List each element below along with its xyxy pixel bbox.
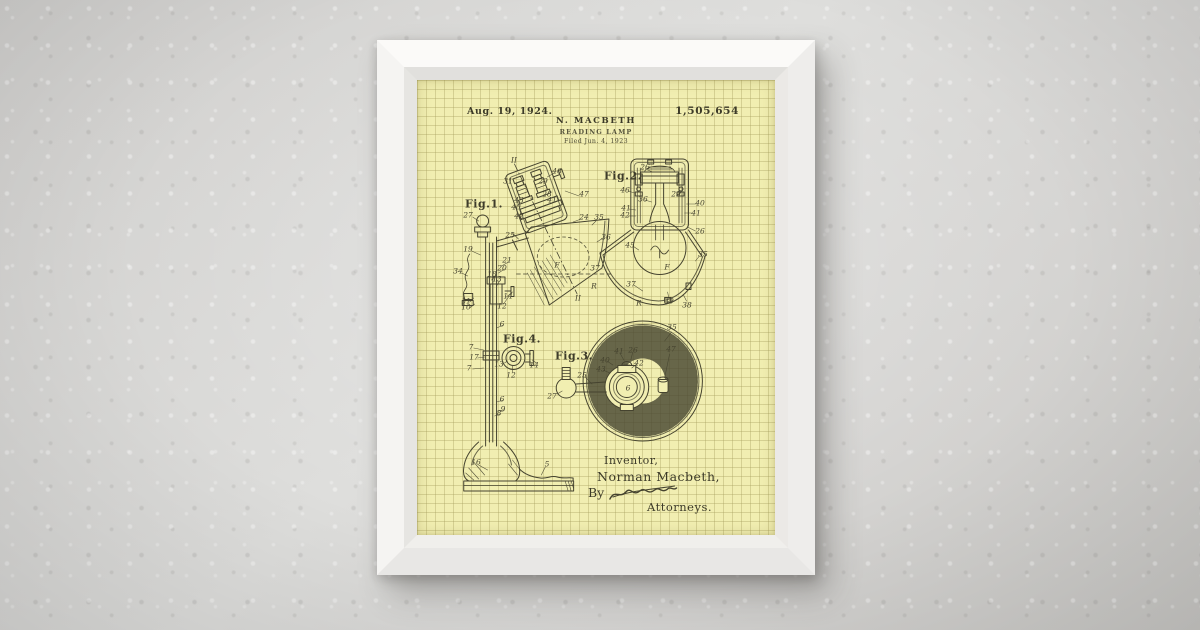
- callout-layer: Fig.1.Fig.2.Fig.4.Fig.3.II46312928434140…: [417, 80, 775, 535]
- callout-number: 19: [463, 245, 473, 254]
- callout-number: 20: [497, 264, 507, 273]
- callout-number: 38: [682, 301, 692, 310]
- callout-number: 12: [506, 371, 516, 380]
- callout-number: 40: [695, 199, 705, 208]
- picture-frame: Aug. 19, 1924. N. MACBETH READING LAMP F…: [377, 40, 815, 575]
- callout-number: 46: [552, 167, 562, 176]
- callout-number: 25: [577, 371, 587, 380]
- callout-number: II: [511, 156, 517, 165]
- callout-number: F: [554, 261, 559, 270]
- callout-number: 46: [620, 186, 630, 195]
- callout-number: 42: [620, 211, 630, 220]
- figure-label: Fig.2.: [604, 170, 642, 183]
- callout-number: 14: [529, 361, 539, 370]
- callout-number: 35: [667, 323, 677, 332]
- callout-number: 45: [625, 241, 635, 250]
- callout-number: 17: [469, 353, 479, 362]
- callout-number: 25: [505, 231, 515, 240]
- figure-label: Fig.3.: [555, 350, 593, 363]
- callout-number: 37: [626, 280, 636, 289]
- callout-number: 47: [579, 190, 589, 199]
- frame-bevel: Aug. 19, 1924. N. MACBETH READING LAMP F…: [404, 67, 788, 548]
- callout-number: 6: [626, 384, 631, 393]
- callout-number: 41: [614, 347, 624, 356]
- callout-number: 8: [497, 409, 502, 418]
- callout-number: 10: [461, 303, 471, 312]
- callout-number: 42: [514, 212, 524, 221]
- callout-number: 27: [547, 392, 557, 401]
- callout-number: 13: [494, 360, 504, 369]
- callout-number: 24: [579, 213, 589, 222]
- callout-number: 7: [469, 343, 474, 352]
- figure-label: Fig.1.: [465, 198, 503, 211]
- callout-number: 12: [497, 302, 507, 311]
- callout-number: 26: [628, 346, 638, 355]
- callout-number: 47: [666, 345, 676, 354]
- callout-number: 42: [634, 359, 644, 368]
- callout-number: 41: [547, 196, 557, 205]
- callout-number: F: [664, 263, 669, 272]
- callout-number: 13: [492, 275, 502, 284]
- callout-number: 34: [453, 267, 463, 276]
- callout-number: 26: [695, 227, 705, 236]
- callout-number: 39: [664, 297, 674, 306]
- figure-label: Fig.4.: [503, 333, 541, 346]
- callout-number: 41: [691, 209, 701, 218]
- callout-number: R: [591, 282, 597, 291]
- callout-number: 43: [596, 365, 606, 374]
- callout-number: 35: [594, 213, 604, 222]
- callout-number: 35: [698, 250, 708, 259]
- callout-number: 6: [500, 395, 505, 404]
- callout-number: 36: [638, 195, 648, 204]
- callout-number: 5: [545, 460, 550, 469]
- callout-number: 40: [600, 356, 610, 365]
- callout-number: 14: [503, 292, 513, 301]
- callout-number: II: [575, 294, 581, 303]
- callout-number: R: [636, 299, 642, 308]
- callout-number: 31: [503, 177, 513, 186]
- callout-number: 7: [467, 364, 472, 373]
- callout-number: 26: [640, 163, 650, 172]
- callout-number: 29: [538, 177, 548, 186]
- callout-number: 16: [471, 458, 481, 467]
- callout-number: 40: [511, 203, 521, 212]
- callout-number: 6: [500, 320, 505, 329]
- callout-number: 27: [463, 211, 473, 220]
- callout-number: 29: [671, 190, 681, 199]
- callout-number: 36: [601, 233, 611, 242]
- callout-number: 37: [590, 264, 600, 273]
- patent-print-paper: Aug. 19, 1924. N. MACBETH READING LAMP F…: [417, 80, 775, 535]
